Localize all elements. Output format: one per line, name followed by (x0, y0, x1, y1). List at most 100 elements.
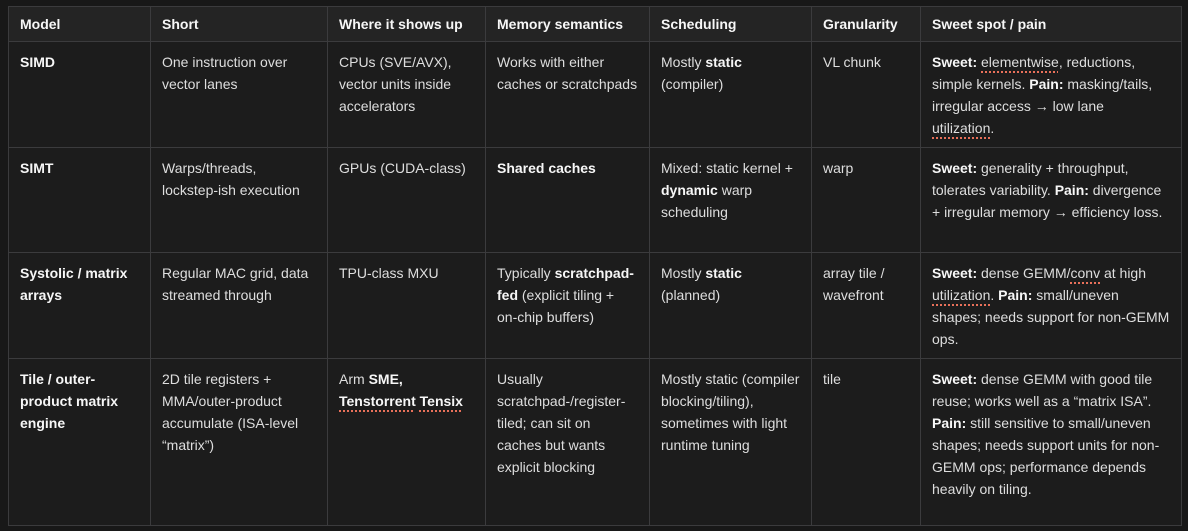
text-run: (planned) (661, 287, 721, 303)
table-cell: Typically scratchpad-fed (explicit tilin… (485, 252, 650, 359)
bold-text: Pain: (1029, 76, 1064, 92)
column-header: Where it shows up (327, 6, 486, 42)
text-run: Arm (339, 371, 369, 387)
table-cell: Usually scratchpad-/register-tiled; can … (485, 358, 650, 526)
table-cell: 2D tile registers + MMA/outer-product ac… (150, 358, 328, 526)
text-run: (explicit tiling + on-chip buffers) (497, 287, 615, 325)
table-cell: Sweet: dense GEMM with good tile reuse; … (920, 358, 1182, 526)
bold-text: Tile / outer-product matrix engine (20, 371, 119, 431)
text-run: Works with either caches or scratchpads (497, 54, 638, 92)
table-cell: Systolic / matrix arrays (8, 252, 151, 359)
text-run: Usually scratchpad-/register-tiled; can … (497, 371, 626, 475)
table-cell: Sweet: generality + throughput, tolerate… (920, 147, 1182, 253)
table-cell: GPUs (CUDA-class) (327, 147, 486, 253)
table-cell: SIMT (8, 147, 151, 253)
table-cell: Arm SME, Tenstorrent Tensix (327, 358, 486, 526)
text-run: tile (823, 371, 841, 387)
text-run: at high (1100, 265, 1147, 281)
spellcheck-underlined-text: utilization (932, 287, 991, 303)
text-run: array tile / wavefront (823, 265, 885, 303)
table-cell: CPUs (SVE/AVX), vector units inside acce… (327, 41, 486, 148)
table-cell: Warps/threads, lockstep-ish execution (150, 147, 328, 253)
text-run: small/uneven shapes; needs support for n… (932, 287, 1170, 347)
table-row: SIMD One instruction over vector lanes CPU… (8, 41, 1182, 148)
bold-text: Pain: (998, 287, 1033, 303)
bold-text: Pain: (932, 415, 967, 431)
text-run: GPUs (CUDA-class) (339, 160, 466, 176)
text-run: , reductions, simple kernels. (932, 54, 1136, 92)
spellcheck-underlined-text: Tensix (419, 393, 463, 409)
bold-text: SME, (368, 371, 403, 387)
table-cell: tile (811, 358, 921, 526)
column-header: Memory semantics (485, 6, 650, 42)
column-header: Granularity (811, 6, 921, 42)
text-run: masking/tails, irregular access → low la… (932, 76, 1153, 114)
column-header: Sweet spot / pain (920, 6, 1182, 42)
text-run: CPUs (SVE/AVX), vector units inside acce… (339, 54, 452, 114)
spellcheck-underlined-text: Tenstorrent (339, 393, 416, 409)
text-run: Mostly (661, 265, 706, 281)
bold-text: Sweet: (932, 371, 978, 387)
bold-text: Sweet: (932, 160, 978, 176)
bold-text: SIMD (20, 54, 55, 70)
bold-text: Sweet: (932, 265, 978, 281)
table-cell: Shared caches (485, 147, 650, 253)
table-cell: VL chunk (811, 41, 921, 148)
text-run: TPU-class MXU (339, 265, 439, 281)
text-run: Mostly static (compiler blocking/tiling)… (661, 371, 800, 453)
text-run: generality + throughput, tolerates varia… (932, 160, 1129, 198)
table-cell: Sweet: dense GEMM/conv at high utilizati… (920, 252, 1182, 359)
table-cell: One instruction over vector lanes (150, 41, 328, 148)
spellcheck-underlined-text: utilization (932, 120, 991, 136)
table-cell: SIMD (8, 41, 151, 148)
spellcheck-underlined-text: conv (1070, 265, 1101, 281)
table-row: Tile / outer-product matrix engine 2D til… (8, 358, 1182, 526)
bold-text: SIMT (20, 160, 54, 176)
text-run: 2D tile registers + MMA/outer-product ac… (162, 371, 299, 453)
table-cell: Sweet: elementwise, reductions, simple k… (920, 41, 1182, 148)
text-run: (compiler) (661, 76, 724, 92)
spellcheck-underlined-text: elementwise (981, 54, 1059, 70)
table-cell: Works with either caches or scratchpads (485, 41, 650, 148)
table-cell: Mostly static (compiler) (649, 41, 812, 148)
table-cell: TPU-class MXU (327, 252, 486, 359)
text-run: warp (823, 160, 854, 176)
column-header: Short (150, 6, 328, 42)
text-run: warp scheduling (661, 182, 753, 220)
text-run: divergence + irregular memory → efficien… (932, 182, 1163, 220)
bold-text: Shared caches (497, 160, 596, 176)
bold-text: dynamic (661, 182, 718, 198)
text-run: . (990, 120, 995, 136)
bold-text: scratchpad-fed (497, 265, 634, 303)
bold-text: static (705, 54, 742, 70)
bold-text: Pain: (1054, 182, 1089, 198)
text-run: still sensitive to small/uneven shapes; … (932, 415, 1160, 497)
text-run: Warps/threads, lockstep-ish execution (162, 160, 300, 198)
table-cell: Mostly static (planned) (649, 252, 812, 359)
table-row: Systolic / matrix arrays Regular MAC grid… (8, 252, 1182, 359)
text-run: Typically (497, 265, 555, 281)
text-run: Mixed: static kernel + (661, 160, 793, 176)
column-header: Model (8, 6, 151, 42)
table-cell: Mostly static (compiler blocking/tiling)… (649, 358, 812, 526)
text-run: dense GEMM/ (977, 265, 1071, 281)
text-run: VL chunk (823, 54, 881, 70)
table-cell: Regular MAC grid, data streamed through (150, 252, 328, 359)
table-cell: Tile / outer-product matrix engine (8, 358, 151, 526)
table-row: SIMT Warps/threads, lockstep-ish executio… (8, 147, 1182, 253)
bold-text: Sweet: (932, 54, 978, 70)
text-run: Regular MAC grid, data streamed through (162, 265, 309, 303)
text-run: One instruction over vector lanes (162, 54, 288, 92)
table-body: SIMD One instruction over vector lanes CPU… (8, 41, 1182, 526)
text-run: . (990, 287, 999, 303)
table-cell: warp (811, 147, 921, 253)
table-cell: array tile / wavefront (811, 252, 921, 359)
text-run: dense GEMM with good tile reuse; works w… (932, 371, 1153, 409)
bold-text: static (705, 265, 742, 281)
column-header: Scheduling (649, 6, 812, 42)
table-cell: Mixed: static kernel + dynamic warp sche… (649, 147, 812, 253)
